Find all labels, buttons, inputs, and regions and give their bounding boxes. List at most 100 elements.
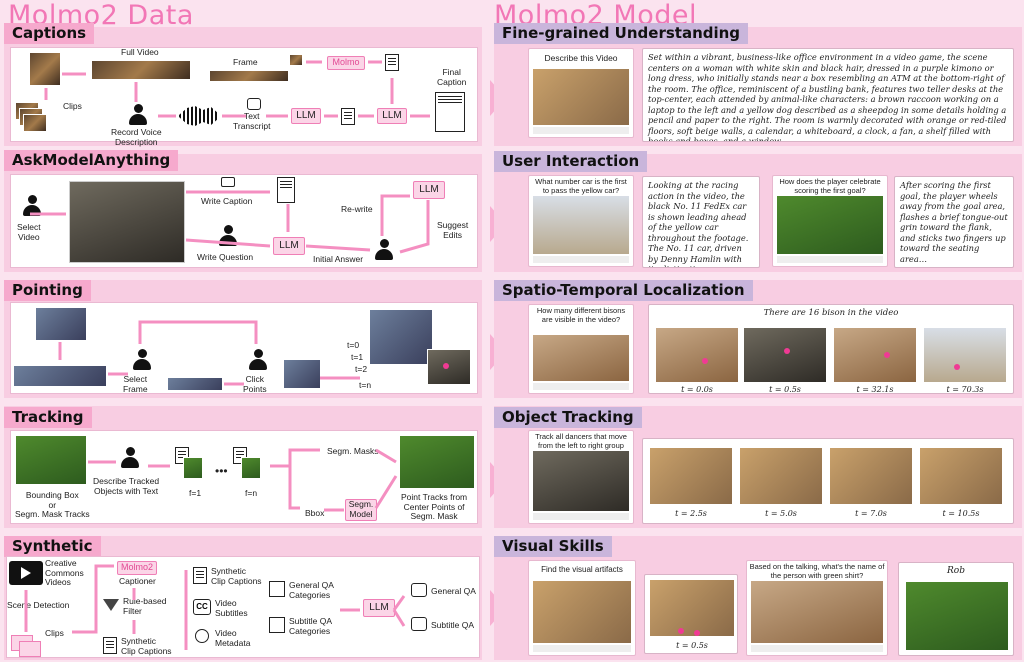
video-subtitles-label: Video Subtitles	[215, 598, 248, 618]
artifact-dot-1	[678, 628, 684, 634]
arrow-loop-p	[138, 320, 258, 344]
play-triangle-icon	[21, 567, 31, 579]
cathedral-frame	[533, 581, 631, 643]
question-person-icon	[219, 225, 237, 247]
arrow-llm-gqa	[392, 595, 406, 611]
molmo-output-doc	[385, 54, 399, 71]
visual-video-2: Based on the talking, what's the name of…	[746, 560, 888, 656]
pointing-body: Select Frame Click Points t=0 t=1 t=2 t=…	[10, 302, 478, 394]
spatio-frame-3	[833, 327, 917, 383]
clips-label: Clips	[63, 101, 82, 111]
transcript-label: Text Transcript	[233, 111, 271, 131]
subtitle-qa-label: Subtitle QA	[431, 620, 474, 630]
llm-output-doc	[341, 108, 355, 125]
click-points-person-icon	[249, 349, 267, 371]
scene-detection-label: Scene Detection	[7, 600, 70, 610]
subtitles-icon: CC	[193, 599, 211, 615]
racing-frame	[533, 196, 629, 254]
arrow-clips-molmo	[72, 564, 114, 634]
point-tracks-label: Point Tracks from Center Points of Segm.…	[401, 492, 468, 521]
clicked-frame-thumb	[283, 359, 321, 389]
spatio-time-2: t = 0.5s	[769, 385, 801, 394]
select-video-person-icon	[23, 195, 41, 217]
record-label: Record Voice Description	[111, 127, 162, 147]
captioner-label: Captioner	[119, 576, 156, 586]
arrow-fn-bbox	[288, 466, 300, 510]
t0-label: t=0	[347, 340, 360, 350]
user-video-1-controls[interactable]	[533, 256, 629, 263]
f1-label: f=1	[189, 488, 202, 498]
bison-dot-3	[884, 352, 890, 358]
frames-strip	[209, 70, 289, 82]
synthetic-clips-label: Clips	[45, 628, 64, 638]
askmodel-body: Select Video Write Caption Write Questio…	[10, 174, 478, 268]
object-time-1: t = 2.5s	[675, 509, 707, 518]
bison-dot-4	[954, 364, 960, 370]
filter-icon	[103, 599, 119, 611]
cc-videos-label: Creative Commons Videos	[45, 558, 84, 587]
subtitle-qa-cat-icon	[269, 617, 285, 633]
synth-caption-doc-1	[103, 637, 117, 654]
visual-header: Visual Skills	[494, 536, 612, 557]
green-shirt-frame	[751, 581, 883, 643]
clip-thumb-3	[23, 114, 47, 132]
f1-frame	[183, 457, 203, 479]
pointing-dot	[443, 363, 449, 369]
user-video-2: How does the player celebrate scoring th…	[772, 175, 888, 267]
visual-video-1-controls[interactable]	[533, 645, 631, 652]
ellipsis-label: •••	[215, 464, 228, 478]
bbox-label: Bbox	[305, 508, 325, 518]
subtitle-qa-cat-label: Subtitle QA Categories	[289, 616, 332, 636]
visual-answer-1: t = 0.5s	[644, 574, 738, 654]
clips-stack-icon-2	[19, 641, 41, 657]
bison-frame	[533, 335, 629, 381]
full-video-label: Full Video	[121, 47, 159, 57]
object-question: Track all dancers that move from the lef…	[535, 432, 627, 450]
fine-prompt: Describe this Video	[544, 53, 618, 63]
bbox-tracks-label: Bounding Box or Segm. Mask Tracks	[15, 490, 90, 519]
synth-caption-doc-2	[193, 567, 207, 584]
object-frames: t = 2.5s t = 5.0s t = 7.0s t = 10.5s	[642, 438, 1014, 524]
ask-llm-box: LLM	[273, 237, 305, 255]
llm-box-2: LLM	[377, 108, 407, 124]
tn-label: t=n	[359, 380, 372, 390]
segm-model-box: Segm. Model	[345, 499, 377, 521]
frame-label: Frame	[233, 57, 258, 67]
write-question-label: Write Question	[197, 252, 254, 262]
fine-header: Fine-grained Understanding	[494, 23, 749, 44]
answer-person-icon	[375, 239, 393, 261]
visual-video-2-controls[interactable]	[751, 645, 883, 652]
rule-filter-label: Rule-based Filter	[123, 596, 167, 616]
visual-answer-2-text: Rob	[947, 566, 965, 576]
fine-video-controls[interactable]	[533, 127, 629, 134]
segm-masks-label: Segm. Masks	[327, 446, 379, 456]
pointing-frames-strip	[13, 365, 107, 387]
pointing-header: Pointing	[4, 280, 91, 301]
spatio-time-4: t = 70.3s	[946, 385, 984, 394]
fn-frame	[241, 457, 261, 479]
user-answer-2: After scoring the first goal, the player…	[894, 176, 1014, 268]
arrow-segm-points	[374, 475, 398, 509]
molmo-box: Molmo	[327, 56, 365, 70]
full-video-thumb	[29, 52, 61, 86]
object-video-controls[interactable]	[533, 513, 629, 520]
left-arrows	[24, 60, 430, 650]
user-header: User Interaction	[494, 151, 648, 172]
user-video-2-controls[interactable]	[777, 256, 883, 263]
selected-frame	[289, 54, 303, 66]
visual-question-2: Based on the talking, what's the name of…	[749, 562, 885, 580]
describe-label: Describe Tracked Objects with Text	[93, 476, 160, 496]
user-answer-1: Looking at the racing action in the vide…	[642, 176, 760, 268]
dance-frame	[533, 451, 629, 511]
object-frame-2	[739, 447, 823, 505]
object-frame-3	[829, 447, 913, 505]
synthetic-body: Creative Commons Videos Scene Detection …	[6, 556, 480, 658]
spatio-video-controls[interactable]	[533, 383, 629, 390]
spatio-frame-1	[655, 327, 739, 383]
fine-video: Describe this Video	[528, 48, 634, 138]
record-person-icon	[129, 104, 147, 126]
synthetic-header: Synthetic	[4, 536, 101, 557]
arrow-llm-sqa	[392, 609, 406, 627]
pointing-video-thumb	[35, 307, 87, 341]
suggest-edits-label: Suggest Edits	[437, 220, 469, 240]
